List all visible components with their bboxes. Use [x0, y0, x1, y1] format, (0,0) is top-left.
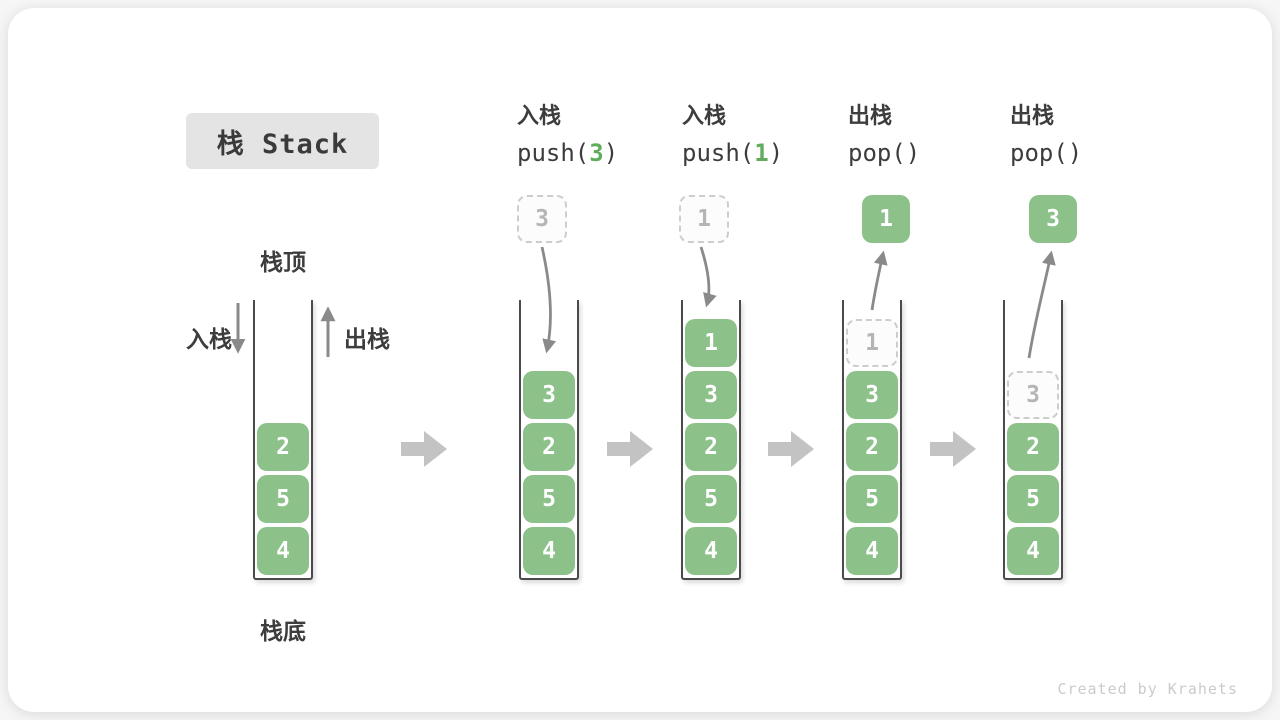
- stack-cell: 2: [257, 423, 309, 471]
- stack-cell: 3: [685, 371, 737, 419]
- stack-cell: 4: [1007, 527, 1059, 575]
- column-header-step-push-1: 入栈 push(1): [682, 102, 783, 167]
- stack-cell: 1: [685, 319, 737, 367]
- stack-cell: 3: [846, 371, 898, 419]
- diagram-title: 栈 Stack: [216, 128, 349, 160]
- stack-cell: 2: [685, 423, 737, 471]
- stack-cell: 5: [685, 475, 737, 523]
- flying-element-step-pop-1: 1: [862, 195, 910, 243]
- operation-code: pop(): [848, 139, 921, 167]
- pop-side-label: 出栈: [344, 326, 390, 352]
- stack-cell: 4: [257, 527, 309, 575]
- diagram-title-box: 栈 Stack: [186, 113, 379, 169]
- operation-code: pop(): [1010, 139, 1083, 167]
- operation-label: 出栈: [848, 103, 893, 128]
- operation-label: 入栈: [517, 103, 562, 128]
- flying-element-step-push-3: 3: [517, 195, 567, 243]
- operation-code: push(3): [517, 139, 619, 167]
- popped-placeholder-cell: 3: [1007, 371, 1059, 419]
- step-block-arrow: [768, 431, 814, 467]
- stack-cell: 3: [523, 371, 575, 419]
- stack-cell: 5: [257, 475, 309, 523]
- stack-cell: 2: [1007, 423, 1059, 471]
- stack-cell: 4: [846, 527, 898, 575]
- stack-cell: 4: [523, 527, 575, 575]
- step-block-arrow: [401, 431, 447, 467]
- stack-top-label: 栈顶: [260, 249, 306, 275]
- operation-label: 入栈: [682, 103, 727, 128]
- operation-argument: 3: [589, 139, 604, 167]
- flying-element-step-pop-3: 3: [1029, 195, 1077, 243]
- stack-cell: 5: [523, 475, 575, 523]
- watermark: Created by Krahets: [1057, 680, 1238, 698]
- operation-argument: 1: [754, 139, 769, 167]
- column-header-step-pop-1: 出栈 pop(): [848, 102, 920, 167]
- operation-code: push(1): [682, 139, 784, 167]
- column-header-step-pop-3: 出栈 pop(): [1010, 102, 1082, 167]
- step-block-arrow: [930, 431, 976, 467]
- stack-cell: 4: [685, 527, 737, 575]
- stack-cell: 5: [846, 475, 898, 523]
- popped-placeholder-cell: 1: [846, 319, 898, 367]
- step-block-arrow: [607, 431, 653, 467]
- stack-cell: 2: [523, 423, 575, 471]
- stack-bottom-label: 栈底: [260, 618, 306, 644]
- column-header-step-push-3: 入栈 push(3): [517, 102, 618, 167]
- push-side-label: 入栈: [186, 326, 232, 352]
- operation-label: 出栈: [1010, 103, 1055, 128]
- flying-element-step-push-1: 1: [679, 195, 729, 243]
- stack-cell: 2: [846, 423, 898, 471]
- stack-cell: 5: [1007, 475, 1059, 523]
- push1-curved-arrow: [699, 246, 717, 308]
